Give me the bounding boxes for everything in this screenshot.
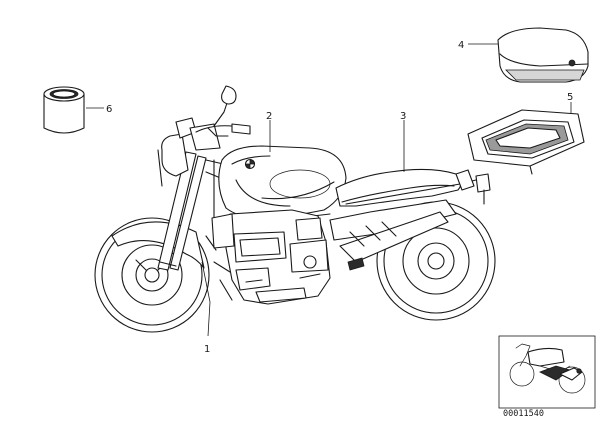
- cover-part: [497, 27, 589, 83]
- front-fork: [157, 151, 207, 271]
- thumbnail-inset: [498, 335, 596, 409]
- fuel-tank: [218, 145, 347, 220]
- tray-part: [467, 109, 585, 175]
- rear-frame: [345, 169, 491, 205]
- callout-leaders: [86, 43, 572, 337]
- diagram-code-label: 00011540: [503, 409, 544, 419]
- callout-1: 1: [204, 344, 210, 355]
- protective-film-roll: [43, 86, 85, 134]
- swingarm: [329, 199, 457, 271]
- headlight: [157, 117, 221, 187]
- callout-6: 6: [106, 104, 112, 115]
- callout-5: 5: [567, 92, 573, 103]
- callout-2: 2: [266, 111, 272, 122]
- callout-3: 3: [400, 111, 406, 122]
- handlebar: [195, 85, 251, 137]
- callout-4: 4: [458, 40, 464, 51]
- engine: [205, 209, 331, 305]
